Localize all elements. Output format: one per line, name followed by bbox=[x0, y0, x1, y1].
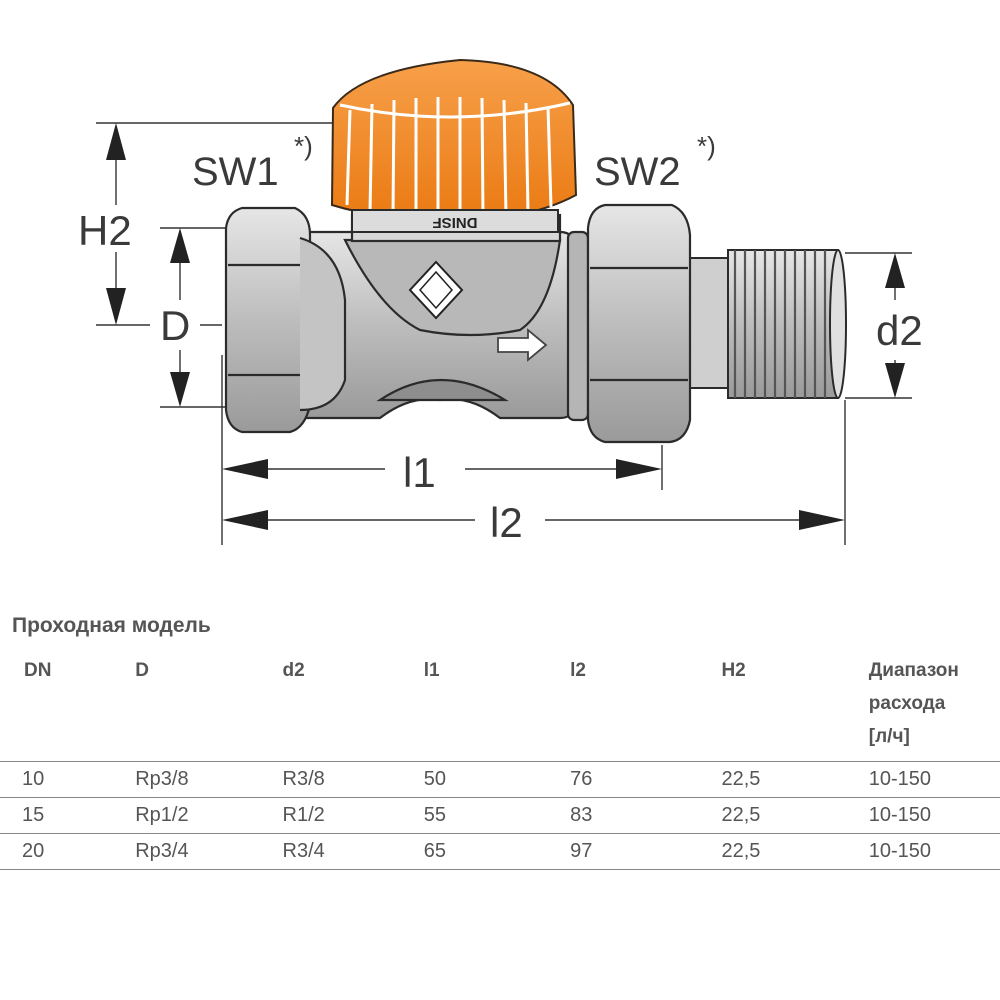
table-row: 10 Rp3/8 R3/8 50 76 22,5 10-150 bbox=[0, 761, 1000, 798]
sw1-note: *) bbox=[294, 131, 313, 161]
cell-d2: R3/8 bbox=[282, 761, 424, 798]
header-l1: l1 bbox=[423, 652, 571, 762]
cell-l2: 83 bbox=[570, 797, 722, 834]
thermostat-cap bbox=[330, 58, 578, 233]
valve-diagram: DNISF SW1 *) SW2 *) H2 D d2 l1 l2 bbox=[78, 58, 923, 546]
header-dn: DN bbox=[0, 652, 136, 762]
l2-label: l2 bbox=[490, 499, 523, 546]
cell-flow-range: 10-150 bbox=[868, 833, 1000, 870]
cell-l2: 97 bbox=[570, 833, 722, 870]
cell-dn: 15 bbox=[0, 797, 136, 834]
cell-h2: 22,5 bbox=[721, 761, 869, 798]
h2-label: H2 bbox=[78, 207, 132, 254]
dimension-arrows bbox=[106, 123, 905, 530]
cell-h2: 22,5 bbox=[721, 833, 869, 870]
hex-nut-sw1 bbox=[224, 206, 347, 434]
cell-flow-range: 10-150 bbox=[868, 761, 1000, 798]
header-h2: H2 bbox=[721, 652, 869, 762]
cap-brand-text: DNISF bbox=[433, 214, 478, 231]
sw2-label: SW2 bbox=[594, 150, 681, 194]
cell-h2: 22,5 bbox=[721, 797, 869, 834]
cell-dn: 10 bbox=[0, 761, 136, 798]
l1-label: l1 bbox=[403, 449, 436, 496]
cell-d: Rp3/8 bbox=[135, 761, 283, 798]
cell-dn: 20 bbox=[0, 833, 136, 870]
table-row: 20 Rp3/4 R3/4 65 97 22,5 10-150 bbox=[0, 833, 1000, 870]
sw1-label: SW1 bbox=[192, 150, 279, 194]
spec-title: Проходная модель bbox=[12, 614, 211, 637]
header-l2: l2 bbox=[570, 652, 722, 762]
threaded-outlet bbox=[675, 249, 847, 399]
spec-section: Проходная модель DN D d2 l1 l2 H2 Диапаз… bbox=[0, 600, 1000, 1000]
table-row: 15 Rp1/2 R1/2 55 83 22,5 10-150 bbox=[0, 797, 1000, 834]
cell-l1: 50 bbox=[423, 761, 571, 798]
cell-d: Rp1/2 bbox=[135, 797, 283, 834]
cell-d: Rp3/4 bbox=[135, 833, 283, 870]
header-d: D bbox=[135, 652, 283, 762]
d2-label: d2 bbox=[876, 307, 923, 354]
cell-l1: 65 bbox=[423, 833, 571, 870]
cell-d2: R1/2 bbox=[282, 797, 424, 834]
d-label: D bbox=[160, 302, 190, 349]
union-nut-sw2 bbox=[566, 203, 692, 444]
cell-l1: 55 bbox=[423, 797, 571, 834]
header-d2: d2 bbox=[282, 652, 424, 762]
cell-flow-range: 10-150 bbox=[868, 797, 1000, 834]
sw2-note: *) bbox=[697, 131, 716, 161]
cell-l2: 76 bbox=[570, 761, 722, 798]
cell-d2: R3/4 bbox=[282, 833, 424, 870]
